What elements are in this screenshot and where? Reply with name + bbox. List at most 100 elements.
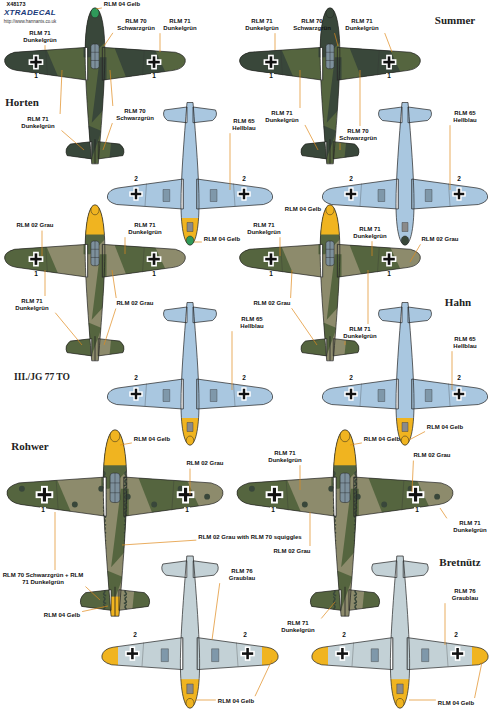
squiggle [333, 550, 336, 557]
oil-cooler [397, 684, 403, 694]
camouflage [0, 425, 233, 626]
mottle-spot [19, 486, 25, 492]
yellow-cowling [179, 418, 202, 447]
decal-number: 2 [241, 375, 247, 382]
yellow-cowling [388, 679, 412, 709]
splinter-patch [348, 241, 409, 287]
colour-callout: RLM 71 Dunkelgrün [340, 18, 384, 31]
leader-line [385, 33, 392, 52]
canopy [110, 473, 120, 502]
yellow-cowling [394, 418, 417, 447]
leader-line [232, 331, 233, 390]
squiggle [103, 589, 106, 596]
decal-number: 2 [133, 176, 139, 183]
aircraft-name: Summer [435, 14, 475, 26]
radiator [378, 190, 385, 202]
squiggle [333, 581, 336, 588]
leader-line [120, 443, 132, 445]
fin [95, 336, 96, 361]
leader-line [345, 341, 346, 345]
canopy [91, 241, 99, 266]
colour-callout: RLM 02 Grau [273, 548, 310, 555]
leader-line [60, 70, 62, 114]
outline [240, 205, 421, 361]
spinner [326, 8, 334, 18]
canopy-frame [91, 241, 99, 266]
leader-line [194, 242, 202, 243]
squiggle [354, 565, 357, 572]
squiggle [354, 589, 357, 596]
colour-callout: RLM 70 Schwarzgrün [290, 18, 334, 31]
squiggle [124, 573, 127, 580]
outline [322, 303, 487, 446]
leader-line [440, 508, 447, 518]
leader-line [190, 469, 191, 495]
squiggle [333, 565, 336, 572]
spinner [110, 430, 120, 442]
splinter-patch [306, 557, 353, 626]
leader-line [55, 512, 56, 570]
cross-black [350, 189, 352, 200]
mottle-spot [249, 486, 255, 492]
colour-callout: RLM 04 Gelb [438, 700, 474, 707]
colour-callout: RLM 70 Schwarzgrün [114, 18, 158, 31]
aircraft-name: Bretnütz [439, 556, 480, 568]
squiggle [354, 479, 357, 486]
camouflage [0, 201, 193, 369]
aircraft-underside-view [94, 552, 286, 712]
leader-line [310, 512, 311, 546]
radiator [163, 390, 170, 402]
squiggle [354, 550, 357, 557]
fin [345, 587, 346, 616]
outline [107, 103, 272, 246]
canopy-frame [110, 473, 120, 502]
leader-line [230, 133, 231, 190]
spinner [340, 430, 350, 442]
radiator [371, 649, 378, 662]
colour-callout: RLM 71 Dunkelgrün [10, 298, 54, 311]
cross-black [350, 389, 352, 400]
squiggle [333, 479, 336, 486]
camouflage [315, 299, 495, 449]
colour-callout: RLM 70 Schwarzgrün [336, 128, 380, 141]
colour-callout: RLM 02 Grau [253, 300, 290, 307]
colour-callout: RLM 76 Graublau [443, 588, 487, 601]
fin [115, 587, 116, 616]
leader-line [475, 662, 482, 698]
leader-line [96, 8, 102, 9]
mottle-spot [381, 502, 387, 508]
squiggle [354, 597, 357, 604]
colour-callout: RLM 02 Grau with RLM 70 squiggles [198, 534, 301, 540]
colour-callout: RLM 71 Dunkelgrün [158, 18, 202, 31]
squiggle [354, 557, 357, 564]
leader-line [291, 270, 292, 298]
spinner [186, 436, 194, 445]
decal-number: 2 [241, 176, 247, 183]
decal-number: 2 [242, 632, 248, 639]
splinter-patch [137, 473, 210, 528]
leader-line [125, 237, 126, 254]
brand-logo: XTRADECAL [4, 8, 56, 17]
spinner [91, 8, 99, 18]
base-colour [315, 99, 495, 249]
squiggle [124, 565, 127, 572]
cross-black [270, 56, 273, 67]
decal-number: 2 [341, 632, 347, 639]
leader-line [122, 540, 196, 545]
aircraft-underside-view [100, 299, 280, 449]
canopy-frame [326, 44, 334, 69]
cross-black [388, 56, 391, 67]
leader-line [340, 143, 341, 150]
outline [312, 556, 488, 708]
yellow-cowling [178, 679, 202, 709]
canopy [340, 473, 350, 502]
spinner [326, 205, 334, 215]
aircraft-underside-view [304, 552, 495, 712]
leader-line [372, 241, 373, 256]
leader-line [45, 270, 46, 296]
cross-black [458, 389, 460, 400]
leader-line [55, 313, 82, 345]
squiggle [124, 589, 127, 596]
panel-line [352, 638, 448, 670]
leader-line [62, 130, 84, 150]
